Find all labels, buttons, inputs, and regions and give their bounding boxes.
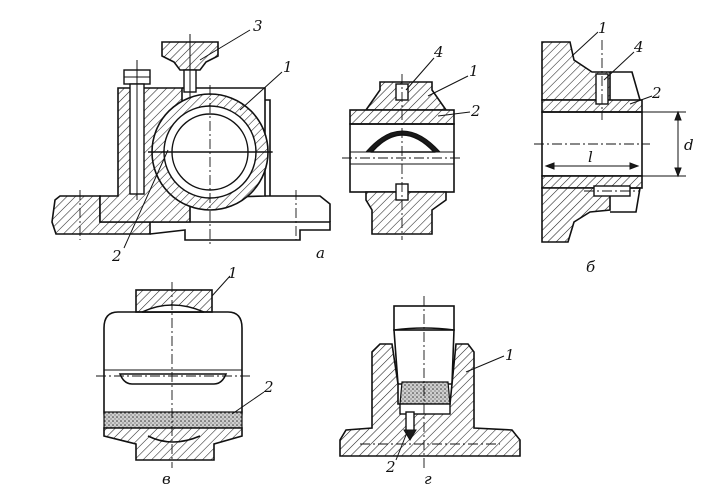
label-2c: 2 xyxy=(651,84,662,102)
label-1: 1 xyxy=(283,58,293,76)
caption-g: г xyxy=(424,470,432,488)
figure-g-thrust-bearing: 1 2 г xyxy=(339,296,521,488)
label-1d: 1 xyxy=(228,264,238,282)
figure-a-split-bearing: 3 1 2 а xyxy=(51,17,331,265)
figure-v-self-aligning: 1 2 в xyxy=(96,264,274,488)
label-1b: 1 xyxy=(469,62,479,80)
figure-a2-spherical-bushing: 4 1 2 xyxy=(342,43,481,240)
dim-length: l xyxy=(588,148,593,166)
label-1e: 1 xyxy=(505,346,515,364)
dim-diameter: d xyxy=(684,136,694,154)
figure-b-sleeve-bushing: l d 1 4 2 б xyxy=(534,19,694,276)
label-1c: 1 xyxy=(598,19,608,37)
caption-b: б xyxy=(586,258,596,276)
label-2e: 2 xyxy=(385,458,396,476)
label-2: 2 xyxy=(111,247,122,265)
caption-v: в xyxy=(162,470,171,488)
caption-a: а xyxy=(316,244,325,262)
label-2b: 2 xyxy=(470,102,481,120)
label-2d: 2 xyxy=(263,378,274,396)
liner-layer xyxy=(103,411,243,429)
label-4: 4 xyxy=(433,43,444,61)
label-4c: 4 xyxy=(633,38,644,56)
label-3: 3 xyxy=(253,17,263,35)
